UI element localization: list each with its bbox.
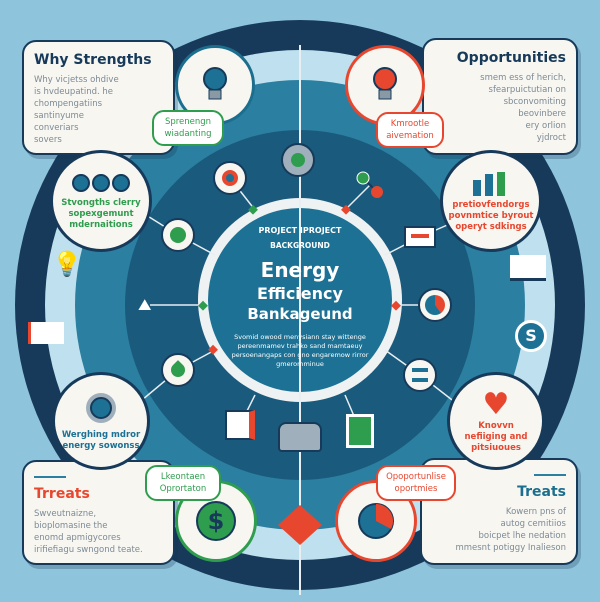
dollar-icon: $ <box>196 501 236 541</box>
lightbulb-icon <box>203 67 227 100</box>
strengths-body-line: is hvdeupatind. he <box>34 87 114 97</box>
car-icon <box>278 422 322 452</box>
threats-right-line: mmesnt potiggy Inalieson <box>455 543 566 553</box>
weighing-label: Werghing mdror energy sowonss <box>61 430 141 451</box>
opportunities-body-line: sbconvomiting <box>503 97 566 107</box>
opportunities-body-line: sfearpuictutian on <box>488 85 566 95</box>
strength-pill: Sprenengn wiadanting <box>152 110 224 146</box>
target-icon <box>213 161 247 195</box>
opportunity-chart-circle: pretiovfendorgs povnmtice byrout operyt … <box>440 150 542 252</box>
message-icon <box>404 226 436 248</box>
heart-label: Knovvn nefiiging and pitsiuoues <box>464 420 528 453</box>
strengths-circle: Stvongths clerry sopexgemunt mdernaition… <box>50 150 152 252</box>
lightbulb-small-icon: 💡 <box>52 250 82 278</box>
sun-gear-icon <box>86 393 116 423</box>
document-red-icon <box>225 410 255 440</box>
strengths-body-line: chompengatiins <box>34 99 103 109</box>
pie-chart-icon <box>358 503 394 539</box>
document-green-icon <box>346 414 374 448</box>
threats-right-line: boicpet lhe nedation <box>478 531 566 541</box>
opportunities-body-line: beovinbere <box>518 109 566 119</box>
divider <box>34 476 66 478</box>
line-chart-icon <box>28 322 64 344</box>
red-diamond-marker <box>278 505 322 545</box>
water-drops-icon <box>72 173 130 192</box>
green-dot-icon <box>161 218 195 252</box>
divider <box>534 474 566 476</box>
threats-right-line: autog cemitiios <box>500 519 566 529</box>
threats-left-line: Swveutnaizne, <box>34 509 97 519</box>
heart-icon: ♥ <box>482 386 510 422</box>
center-kicker-2: BACKGROUND <box>270 241 330 250</box>
opportunities-body-line: yjdroct <box>536 133 566 143</box>
strengths-title: Why Strengths <box>34 52 152 68</box>
strengths-body-line: sovers <box>34 135 62 145</box>
opportunities-box: Opportunities smem ess of herich, sfearp… <box>422 38 578 155</box>
opportunities-body-line: smem ess of herich, <box>480 73 566 83</box>
threats-left-line: irifiefiagu swngond teate. <box>34 545 143 555</box>
bar-chart-icon <box>473 171 505 196</box>
mountain-icon: ⛰ <box>138 295 152 314</box>
opportunities-title: Opportunities <box>456 50 566 66</box>
gear-icon <box>281 143 315 177</box>
opportunity-circle-label: pretiovfendorgs povnmtice byrout operyt … <box>448 199 534 232</box>
dollar-badge-icon: S <box>515 320 547 352</box>
strengths-body-line: santinyume <box>34 111 85 121</box>
center-title-2: Efficiency <box>257 284 343 303</box>
dollar-pill: Lkeontaen Oprortaton <box>145 465 221 501</box>
molecule-icon <box>355 170 385 200</box>
lightbulb-icon <box>373 67 397 100</box>
center-title-1: Energy <box>260 258 340 282</box>
weighing-circle: Werghing mdror energy sowonss <box>52 372 150 470</box>
strengths-body-line: Why vicjetss ohdive <box>34 75 119 85</box>
pie-node-icon <box>418 288 452 322</box>
center-body: Svomid owood menysiann stay wittenge per… <box>231 333 369 368</box>
center-kicker: PROJECT IPROJECT <box>258 226 342 235</box>
opportunity-pill: Kmrootle aivemation <box>376 112 444 148</box>
threats-left-title: Trreats <box>34 486 90 502</box>
threats-left-line: bioplomasine the <box>34 521 108 531</box>
strengths-body-line: converiars <box>34 123 79 133</box>
list-icon <box>403 358 437 392</box>
connector-diamonds <box>198 204 401 545</box>
center-panel: PROJECT IPROJECT BACKGROUND Energy Effic… <box>212 212 388 388</box>
bar-chart-small-icon <box>510 255 546 281</box>
threats-right-title: Treats <box>517 484 566 500</box>
pie-pill: Opoportunlise oportmies <box>376 465 456 501</box>
threats-left-line: enomd apmigycores <box>34 533 121 543</box>
threats-right-box: Treats Kowern pns of autog cemitiios boi… <box>420 458 578 565</box>
opportunities-body-line: ery orlion <box>525 121 566 131</box>
strengths-circle-label: Stvongths clerry sopexgemunt mdernaition… <box>61 197 141 230</box>
heart-circle: ♥ Knovvn nefiiging and pitsiuoues <box>447 372 545 470</box>
threats-right-line: Kowern pns of <box>505 507 566 517</box>
droplet-icon <box>161 353 195 387</box>
center-title-3: Bankageund <box>247 305 353 323</box>
